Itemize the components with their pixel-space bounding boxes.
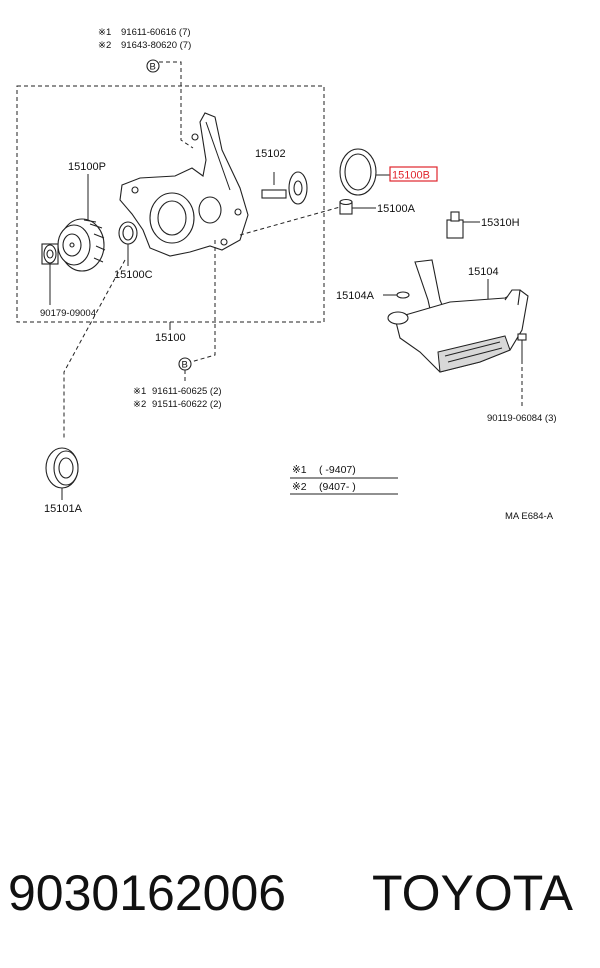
bolt-b-icon-top: B [146, 59, 160, 73]
legend-range-2: (9407- ) [319, 481, 356, 493]
top-note-mark-1: ※1 [98, 27, 111, 38]
label-15100a: 15100A [377, 203, 416, 215]
label-15310h: 15310H [481, 217, 520, 229]
label-15100: 15100 [155, 332, 186, 344]
bottom-note-mark-1: ※1 [133, 386, 146, 397]
label-15101a: 15101A [44, 503, 83, 515]
part-number: 9030162006 [8, 865, 286, 921]
bottom-note-part-2: 91511-60622 (2) [152, 399, 222, 410]
top-note-part-1: 91611-60616 (7) [121, 27, 191, 38]
top-note-mark-2: ※2 [98, 40, 111, 51]
leader-15101a-dashed [63, 259, 126, 440]
svg-text:B: B [150, 62, 156, 73]
nut-90179-09004 [41, 243, 59, 265]
legend-mark-1: ※1 [292, 464, 307, 476]
drive-rotor-15102 [261, 171, 308, 205]
label-15100p: 15100P [68, 161, 106, 173]
oil-strainer-15104 [387, 259, 529, 373]
timing-pulley-15100p [57, 218, 106, 272]
diagram-code: MA E684-A [505, 511, 554, 522]
label-90179-09004: 90179-09004 [40, 308, 96, 319]
legend-range-1: ( -9407) [319, 464, 356, 476]
bottom-note-part-1: 91611-60625 (2) [152, 386, 222, 397]
bottom-note-mark-2: ※2 [133, 399, 146, 410]
oil-pump-body [119, 112, 249, 257]
label-15100c: 15100C [114, 269, 153, 281]
axis-line-pump [239, 206, 341, 236]
relief-valve-15310h [446, 211, 464, 239]
label-15104: 15104 [468, 266, 499, 278]
brand-name: TOYOTA [372, 865, 574, 921]
label-15104a: 15104A [336, 290, 375, 302]
label-90119-06084: 90119-06084 (3) [487, 413, 557, 424]
oil-seal-15101a [45, 447, 79, 489]
top-note-part-2: 91643-80620 (7) [121, 40, 191, 51]
plug-15100a [339, 198, 353, 215]
leader-bottom-bolt [190, 240, 216, 363]
bolt-b-icon-bottom: B [178, 357, 192, 371]
svg-text:B: B [182, 360, 188, 371]
legend-mark-2: ※2 [292, 481, 307, 493]
seal-15100c [118, 221, 138, 245]
leader-top-bolt [159, 61, 194, 149]
o-ring-15100b [339, 148, 377, 196]
gasket-15104a [396, 291, 410, 299]
label-15102: 15102 [255, 148, 286, 160]
highlight-box-15100b [389, 166, 438, 182]
bolt-90119-06084 [517, 333, 527, 360]
label-15100b[interactable]: 15100B [392, 170, 430, 182]
